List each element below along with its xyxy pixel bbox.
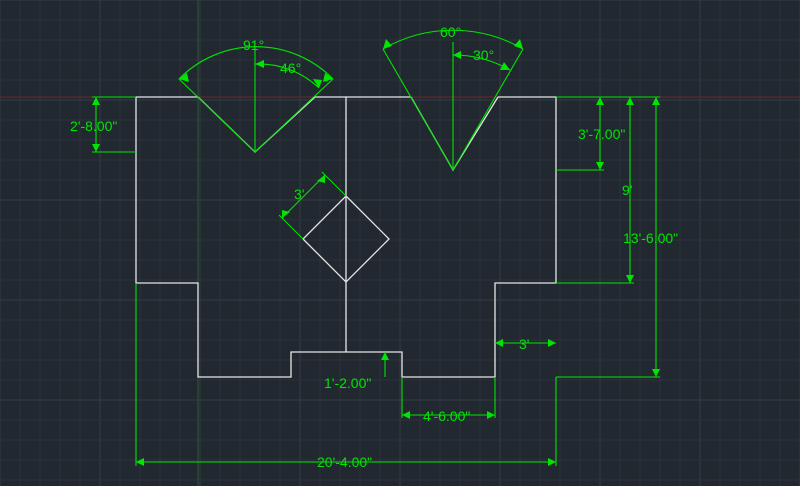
dim-angle-right-inner: 30°	[473, 47, 494, 63]
dim-right-upper: 3'-7.00"	[578, 126, 625, 142]
dim-diamond-side: 3'	[294, 186, 304, 202]
dim-right-step: 3'	[519, 336, 529, 352]
arrowheads	[92, 39, 660, 466]
dim-bottom-gap: 4'-6.00"	[423, 408, 470, 424]
dim-angle-right-outer: 60°	[440, 24, 461, 40]
dim-right-mid: 9'	[622, 182, 632, 198]
dim-left-height: 2'-8.00"	[70, 118, 117, 134]
arc-60	[382, 29, 524, 50]
dim-angle-left-outer: 91°	[243, 37, 264, 53]
dim-right-total: 13'-6.00"	[623, 230, 678, 246]
dimension-layer	[92, 29, 660, 466]
dim-overall-width: 20'-4.00"	[317, 454, 372, 470]
dim-angle-left-inner: 46°	[280, 60, 301, 76]
dim-notch-height: 1'-2.00"	[324, 375, 371, 391]
diamond	[302, 195, 390, 283]
arc-91	[178, 46, 334, 80]
